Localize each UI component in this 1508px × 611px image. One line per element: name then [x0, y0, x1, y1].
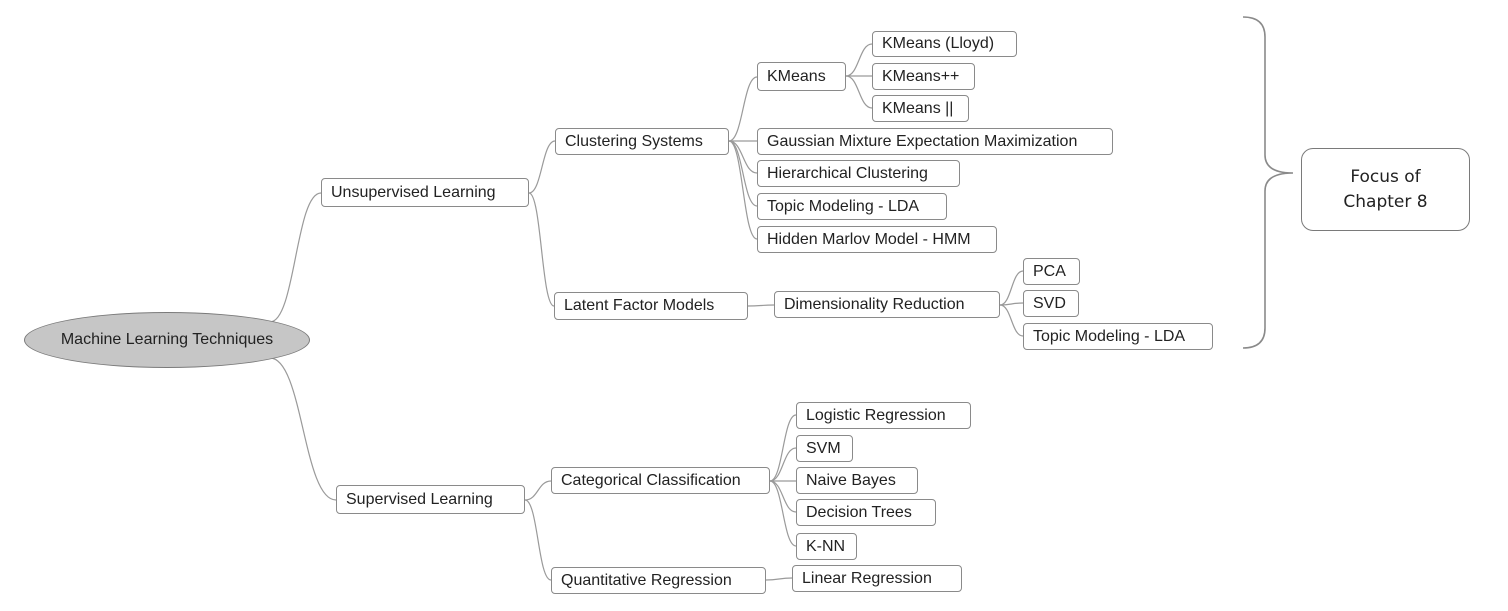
node-label: KMeans (Lloyd)	[882, 35, 995, 52]
node-logistic-regression[interactable]: Logistic Regression	[796, 402, 971, 429]
node-hidden-markov-model[interactable]: Hidden Marlov Model - HMM	[757, 226, 997, 253]
node-kmeans[interactable]: KMeans	[757, 62, 846, 91]
node-label: Supervised Learning	[346, 490, 493, 508]
connector-line	[765, 577, 793, 581]
connector-line	[528, 140, 556, 194]
connector-line	[728, 140, 758, 207]
connector-line	[728, 140, 758, 240]
connector-line	[528, 192, 555, 307]
connector-line	[269, 357, 337, 501]
node-label: KMeans++	[882, 67, 960, 85]
connector-line	[728, 76, 758, 142]
node-clustering-systems[interactable]: Clustering Systems	[555, 128, 729, 155]
node-label: Topic Modeling - LDA	[767, 197, 920, 215]
node-k-nn[interactable]: K-NN	[796, 533, 857, 560]
node-label: Clustering Systems	[565, 132, 703, 150]
node-kmeans-plusplus[interactable]: KMeans++	[872, 63, 975, 90]
node-label: Quantitative Regression	[561, 571, 732, 589]
node-topic-modeling-lda-2[interactable]: Topic Modeling - LDA	[1023, 323, 1213, 350]
node-label: Logistic Regression	[806, 406, 946, 424]
connector-line	[269, 192, 322, 323]
node-label: SVD	[1033, 294, 1066, 312]
connector-line	[769, 414, 797, 482]
node-label: SVM	[806, 439, 841, 457]
node-label: Dimensionality Reduction	[784, 295, 965, 313]
node-label: Gaussian Mixture Expectation Maximizatio…	[767, 132, 1078, 150]
node-topic-modeling-lda[interactable]: Topic Modeling - LDA	[757, 193, 947, 220]
node-decision-trees[interactable]: Decision Trees	[796, 499, 936, 526]
focus-line-1: Focus of	[1350, 166, 1421, 187]
node-label: Latent Factor Models	[564, 297, 715, 314]
connector-line	[845, 75, 873, 109]
node-label: KMeans ||	[882, 99, 954, 117]
node-label: KMeans	[767, 67, 826, 85]
root-node-machine-learning-techniques[interactable]: Machine Learning Techniques	[24, 312, 310, 368]
curly-brace	[1242, 16, 1294, 349]
node-label: K-NN	[806, 537, 846, 555]
node-label: Naive Bayes	[806, 471, 896, 489]
root-node-label: Machine Learning Techniques	[60, 331, 274, 348]
node-quantitative-regression[interactable]: Quantitative Regression	[551, 567, 766, 594]
node-latent-factor-models[interactable]: Latent Factor Models	[554, 292, 748, 320]
connector-line	[524, 499, 552, 581]
node-label: Categorical Classification	[561, 471, 741, 489]
node-label: PCA	[1033, 262, 1066, 280]
node-gaussian-mixture-em[interactable]: Gaussian Mixture Expectation Maximizatio…	[757, 128, 1113, 155]
node-naive-bayes[interactable]: Naive Bayes	[796, 467, 918, 494]
connector-line	[769, 480, 797, 547]
node-supervised-learning[interactable]: Supervised Learning	[336, 485, 525, 514]
node-label: Unsupervised Learning	[331, 183, 496, 201]
connector-line	[747, 304, 775, 307]
node-svd[interactable]: SVD	[1023, 290, 1079, 317]
node-label: Decision Trees	[806, 503, 912, 521]
connector-line	[999, 304, 1024, 337]
node-pca[interactable]: PCA	[1023, 258, 1080, 285]
node-hierarchical-clustering[interactable]: Hierarchical Clustering	[757, 160, 960, 187]
node-unsupervised-learning[interactable]: Unsupervised Learning	[321, 178, 529, 207]
node-label: Topic Modeling - LDA	[1033, 327, 1186, 345]
node-dimensionality-reduction[interactable]: Dimensionality Reduction	[774, 291, 1000, 318]
node-label: Hidden Marlov Model - HMM	[767, 230, 971, 248]
connector-line	[728, 140, 758, 174]
node-svm[interactable]: SVM	[796, 435, 853, 462]
connector-line	[769, 447, 797, 482]
connector-line	[845, 43, 873, 77]
focus-callout: Focus of Chapter 8	[1301, 148, 1470, 231]
connector-line	[769, 480, 797, 513]
node-categorical-classification[interactable]: Categorical Classification	[551, 467, 770, 494]
node-kmeans-parallel[interactable]: KMeans ||	[872, 95, 969, 122]
node-linear-regression[interactable]: Linear Regression	[792, 565, 962, 592]
focus-line-2: Chapter 8	[1343, 191, 1428, 212]
node-label: Linear Regression	[802, 569, 932, 587]
node-label: Hierarchical Clustering	[767, 164, 928, 182]
connector-line	[999, 270, 1024, 306]
connector-line	[524, 480, 552, 501]
node-kmeans-lloyd[interactable]: KMeans (Lloyd)	[872, 31, 1017, 57]
